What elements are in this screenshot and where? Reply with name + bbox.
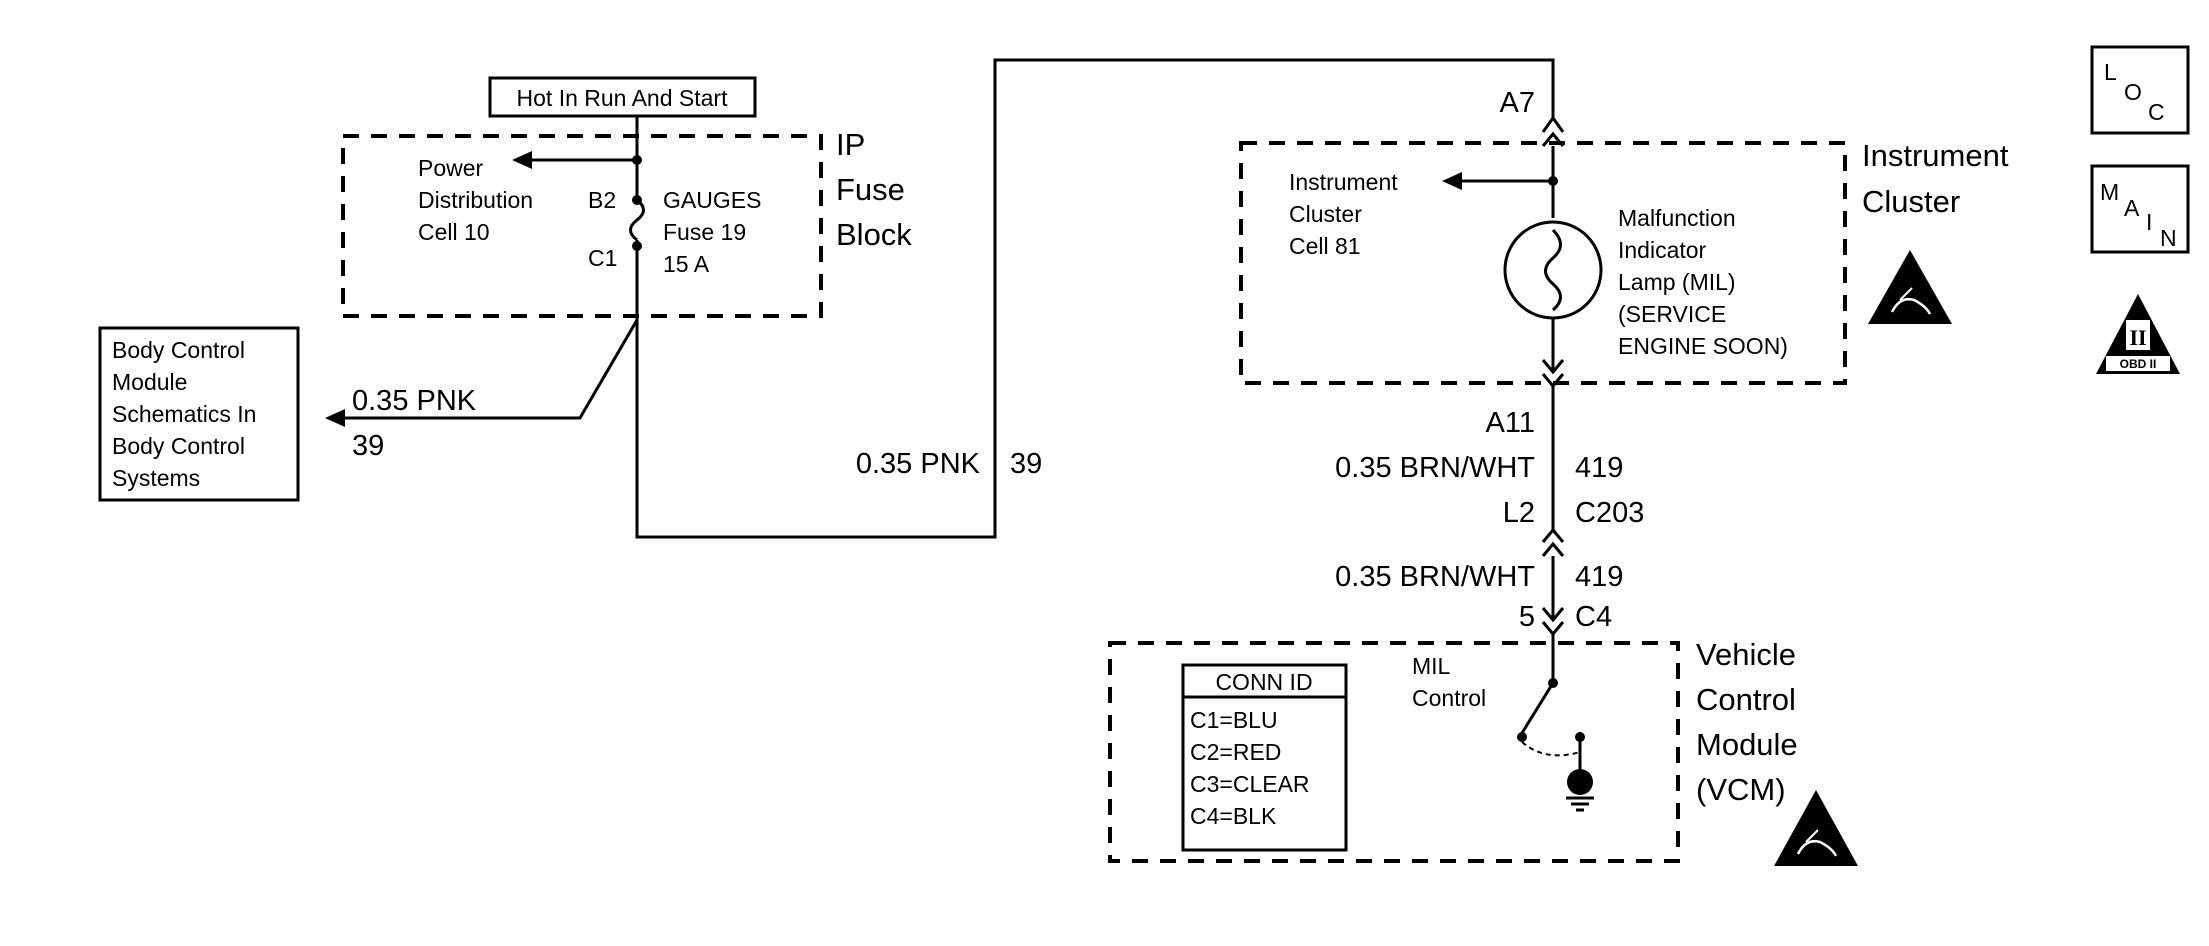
power-distribution-label: Power Distribution Cell 10 [418, 155, 539, 245]
pnk-wire-label: 0.35 PNK [856, 448, 981, 480]
pnk-wire-circuit: 39 [1010, 448, 1042, 480]
main-letter-n: N [2160, 225, 2177, 251]
bcm-reference-label: Body Control Module Schematics In Body C… [112, 337, 263, 491]
upper-wire-circuit: 419 [1575, 452, 1623, 484]
arrow-left-icon [512, 151, 532, 169]
conn-id-list: C1=BLU C2=RED C3=CLEAR C4=BLK [1190, 707, 1316, 829]
connector-c-icon [1541, 541, 1565, 557]
esd-warning-icon [1774, 790, 1858, 866]
pin-a11-label: A11 [1486, 407, 1535, 439]
bcm-feed-wire [345, 319, 639, 420]
main-letter-a: A [2124, 195, 2140, 221]
bcm-reference-box [98, 326, 300, 502]
vcm-outline [1108, 641, 1680, 863]
switch-control-link [1521, 741, 1581, 757]
vehicle-control-module: Vehicle Control Module (VCM) CONN ID C1=… [1108, 634, 1858, 866]
pin-c1-dot [632, 241, 642, 251]
main-letter-i: I [2146, 209, 2152, 235]
ground-node [1567, 769, 1593, 795]
ip-fuse-block: Hot In Run And Start IP Fuse Block Power… [341, 76, 914, 320]
instrument-cluster-cell-label: Instrument Cluster Cell 81 [1289, 169, 1404, 259]
pin-b2-dot [632, 195, 642, 205]
gauges-fuse-label: GAUGES Fuse 19 15 A [663, 187, 768, 277]
bcm-wire-circuit: 39 [352, 430, 384, 462]
bcm-branch: Body Control Module Schematics In Body C… [98, 319, 639, 502]
pin-a7-label: A7 [1500, 87, 1535, 119]
lower-wire-label: 0.35 BRN/WHT [1335, 561, 1535, 593]
upper-wire-label: 0.35 BRN/WHT [1335, 452, 1535, 484]
c203-connector-label: C203 [1575, 497, 1644, 529]
vcm-title: Vehicle Control Module (VCM) [1696, 637, 1806, 807]
lower-wire-circuit: 419 [1575, 561, 1623, 593]
pin-c1-label: C1 [588, 245, 617, 271]
pin-b2-label: B2 [588, 187, 616, 213]
obd-ii-icon[interactable]: II OBD II [2096, 294, 2180, 374]
connector-c-icon [1541, 115, 1565, 133]
obd-numeral: II [2129, 325, 2146, 350]
arrow-left-icon [325, 409, 345, 427]
mil-lamp-label: Malfunction Indicator Lamp (MIL) (SERVIC… [1618, 205, 1788, 359]
pnk-feed-circuit: 0.35 PNK 39 [635, 58, 1555, 539]
main-icon[interactable] [2090, 164, 2190, 254]
switch-blade [1520, 682, 1555, 734]
connector-c-icon [1541, 527, 1565, 543]
conn-id-title: CONN ID [1215, 669, 1312, 695]
main-letter-m: M [2100, 179, 2119, 205]
loc-letter-l: L [2104, 59, 2117, 85]
side-icons: L O C M A I N II OBD II [2090, 45, 2190, 374]
loc-letter-o: O [2124, 79, 2142, 105]
c4-pin-label: 5 [1519, 601, 1535, 633]
hot-in-run-start-label: Hot In Run And Start [517, 85, 729, 111]
instrument-cluster: A7 Instrument Cluster Instrument Cluster… [1239, 87, 2017, 439]
connector-c-icon [1541, 621, 1565, 637]
mil-control-label: MIL Control [1412, 653, 1486, 711]
bcm-wire-label: 0.35 PNK [352, 385, 477, 417]
obd-text: OBD II [2120, 357, 2157, 371]
hot-in-run-start-box [488, 76, 757, 118]
instrument-cluster-title: Instrument Cluster [1862, 138, 2017, 219]
c203-pin-label: L2 [1503, 497, 1535, 529]
switch-contact-dot [1517, 732, 1527, 742]
connector-c-icon [1541, 359, 1565, 375]
fuse-symbol [629, 198, 645, 242]
esd-warning-icon [1868, 250, 1952, 324]
loc-letter-c: C [2148, 99, 2165, 125]
bulb-icon [1503, 220, 1603, 320]
bulb-filament-icon [1544, 228, 1562, 312]
ip-fuse-block-title: IP Fuse Block [836, 127, 914, 252]
arrow-left-icon [1442, 172, 1462, 190]
connector-c-icon [1541, 607, 1565, 623]
ip-fuse-block-outline [341, 134, 823, 318]
loc-icon[interactable] [2090, 45, 2190, 135]
instrument-cluster-outline [1239, 141, 1847, 385]
c4-connector-label: C4 [1575, 601, 1612, 633]
pnk-wire [635, 58, 1555, 539]
